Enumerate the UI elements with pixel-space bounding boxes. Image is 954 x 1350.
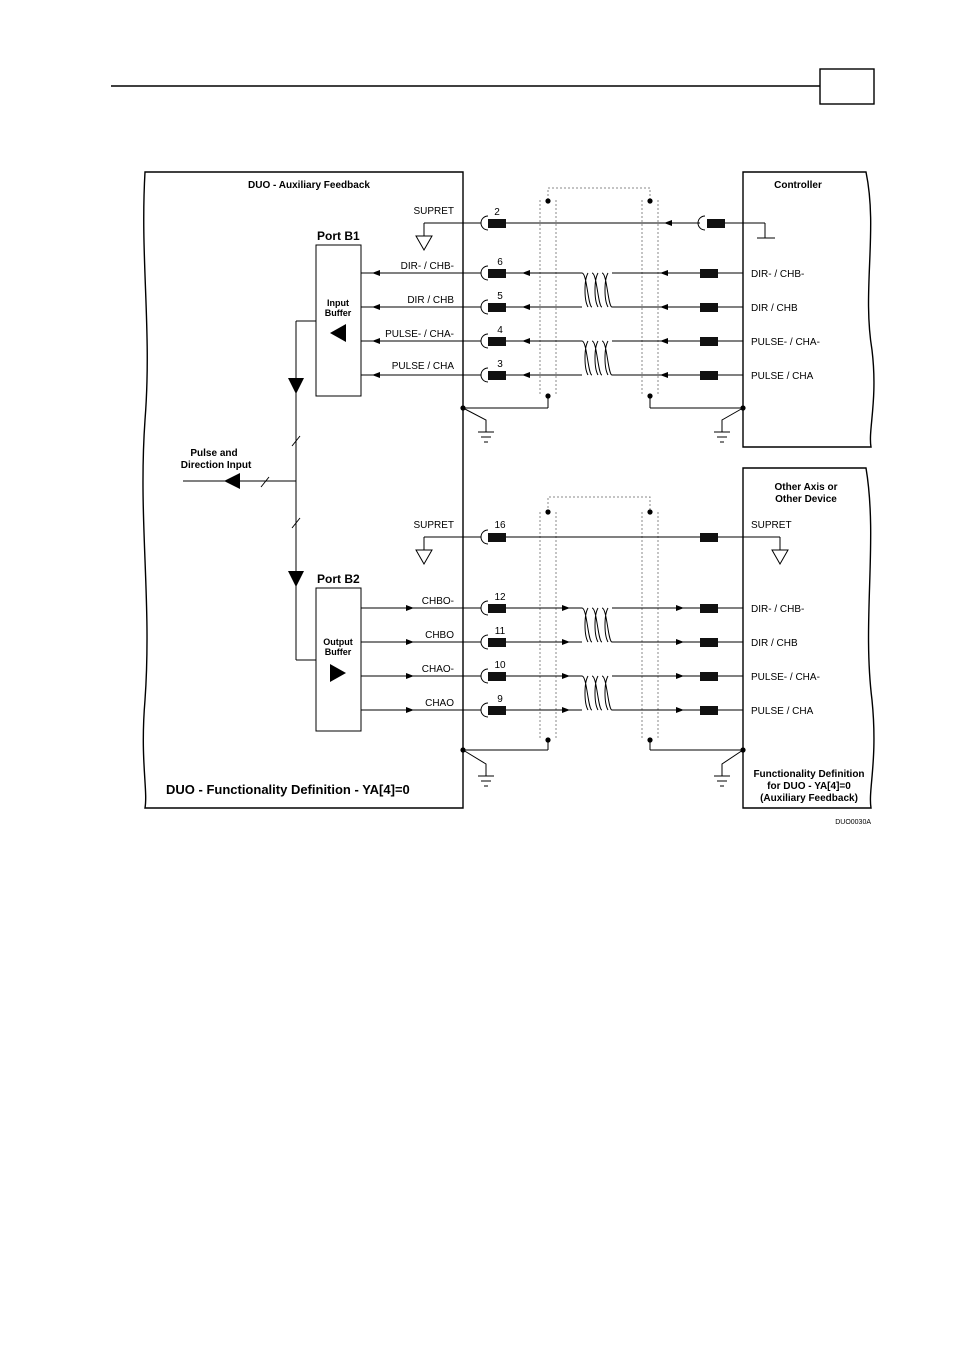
other-device-dir-label: DIR / CHB	[751, 638, 798, 649]
controller-dir-minus-label: DIR- / CHB-	[751, 269, 804, 280]
pin-11-label: 11	[495, 626, 506, 637]
page-number-box	[819, 68, 875, 105]
pin-2-label: 2	[494, 207, 500, 218]
chao-label: CHAO	[425, 698, 454, 709]
port-b2-label: Port B2	[317, 572, 360, 586]
other-device-title-line-1: Other Axis or	[775, 482, 838, 493]
input-buffer-box	[315, 244, 362, 397]
lower-supret-label: SUPRET	[413, 520, 454, 531]
duo-drive-outline	[142, 171, 464, 809]
lower-cable-shield	[539, 496, 659, 740]
lower-supret-wiring	[415, 529, 789, 566]
other-device-outline	[742, 467, 875, 809]
output-buffer-box	[315, 587, 362, 732]
chbo-minus-label: CHBO-	[422, 596, 454, 607]
pin-6-label: 6	[497, 257, 503, 268]
upper-shield-wiring	[460, 198, 746, 443]
input-buffer-label-2: Buffer	[325, 308, 352, 318]
other-device-supret-label: SUPRET	[751, 520, 792, 531]
other-device-footer-line-1: Functionality Definition	[753, 769, 864, 780]
duo-functionality-footer: DUO - Functionality Definition - YA[4]=0	[166, 782, 410, 797]
other-device-footer-line-3: (Auxiliary Feedback)	[760, 793, 858, 804]
figure-id: DUO0030A	[835, 819, 871, 826]
pin-3-label: 3	[497, 359, 503, 370]
other-device-pulse-label: PULSE / CHA	[751, 706, 814, 717]
controller-outline	[742, 171, 875, 448]
chao-minus-label: CHAO-	[422, 664, 454, 675]
pin-9-label: 9	[497, 694, 503, 705]
other-device-dir-minus-label: DIR- / CHB-	[751, 604, 804, 615]
chbo-label: CHBO	[425, 630, 454, 641]
input-buffer-label-1: Input	[327, 298, 349, 308]
other-device-title-line-2: Other Device	[775, 494, 837, 505]
pulse-direction-input-label-2: Direction Input	[181, 460, 252, 471]
pin-16-label: 16	[494, 520, 506, 531]
pin-10-label: 10	[494, 660, 506, 671]
controller-dir-label: DIR / CHB	[751, 303, 798, 314]
port-b1-label: Port B1	[317, 229, 360, 243]
upper-signal-rows	[361, 265, 743, 383]
upper-pulse-minus-label: PULSE- / CHA-	[385, 329, 454, 340]
controller-pulse-label: PULSE / CHA	[751, 371, 814, 382]
controller-title: Controller	[774, 180, 822, 191]
upper-dir-label: DIR / CHB	[407, 295, 454, 306]
other-device-footer-line-2: for DUO - YA[4]=0	[767, 781, 851, 792]
upper-dir-minus-label: DIR- / CHB-	[401, 261, 454, 272]
pin-4-label: 4	[497, 325, 503, 336]
upper-pulse-label: PULSE / CHA	[392, 361, 455, 372]
lower-signal-rows	[361, 600, 743, 718]
duo-auxiliary-feedback-title: DUO - Auxiliary Feedback	[248, 180, 370, 191]
pin-5-label: 5	[497, 291, 503, 302]
pin-12-label: 12	[494, 592, 506, 603]
output-buffer-label-2: Buffer	[325, 647, 352, 657]
pulse-direction-input-label-1: Pulse and	[190, 448, 237, 459]
other-device-pulse-minus-label: PULSE- / CHA-	[751, 672, 820, 683]
output-buffer-triangle-icon	[330, 664, 346, 682]
upper-supret-wiring	[415, 215, 775, 252]
input-buffer-triangle-icon	[330, 324, 346, 342]
output-buffer-label-1: Output	[323, 637, 353, 647]
upper-cable-shield	[539, 187, 659, 396]
lower-shield-wiring	[460, 509, 746, 787]
upper-supret-label: SUPRET	[413, 206, 454, 217]
internal-bus	[183, 320, 316, 661]
controller-pulse-minus-label: PULSE- / CHA-	[751, 337, 820, 348]
